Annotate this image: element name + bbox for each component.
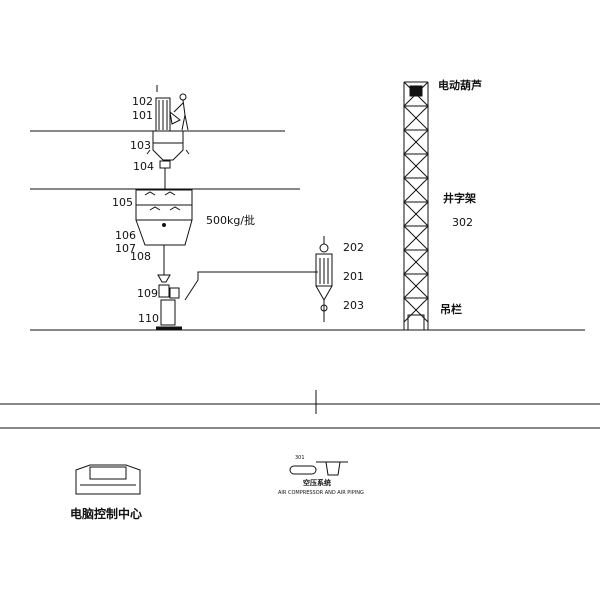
label-109: 109 <box>137 287 158 300</box>
label-104: 104 <box>133 160 154 173</box>
label-102: 102 <box>132 95 153 108</box>
electric-hoist-label: 电动葫芦 <box>438 79 482 92</box>
air-system-english-label: AIR COMPRESSOR AND AIR PIPING <box>278 490 364 496</box>
derrick-label: 井字架 <box>443 192 476 205</box>
label-101: 101 <box>132 109 153 122</box>
label-107: 107 <box>115 242 136 255</box>
air-system-label: 空压系统 <box>303 479 331 487</box>
lift-cage-label: 吊栏 <box>440 303 462 316</box>
label-202: 202 <box>343 241 364 254</box>
label-302: 302 <box>452 216 473 229</box>
label-203: 203 <box>343 299 364 312</box>
derrick-frame-302 <box>403 81 429 331</box>
air-compressor-icon <box>289 461 348 476</box>
mixer-105 <box>135 189 193 246</box>
label-108: 108 <box>130 250 151 263</box>
label-105: 105 <box>112 196 133 209</box>
label-301: 301 <box>295 455 305 461</box>
control-center-icon <box>75 464 141 495</box>
packing-machine-109 <box>156 274 182 330</box>
bag-filter-201 <box>315 236 333 322</box>
dust-collector-101 <box>155 85 171 132</box>
label-201: 201 <box>343 270 364 283</box>
lift-cage <box>407 314 425 331</box>
feed-hopper-103 <box>146 130 190 161</box>
feeder-104 <box>159 160 171 169</box>
capacity-label: 500kg/批 <box>206 214 256 227</box>
air-pipe <box>184 271 318 301</box>
label-103: 103 <box>130 139 151 152</box>
control-center-label: 电脑控制中心 <box>70 507 143 521</box>
label-110: 110 <box>138 312 159 325</box>
label-106: 106 <box>115 229 136 242</box>
electric-hoist <box>409 85 423 97</box>
worker-figure <box>169 93 189 131</box>
